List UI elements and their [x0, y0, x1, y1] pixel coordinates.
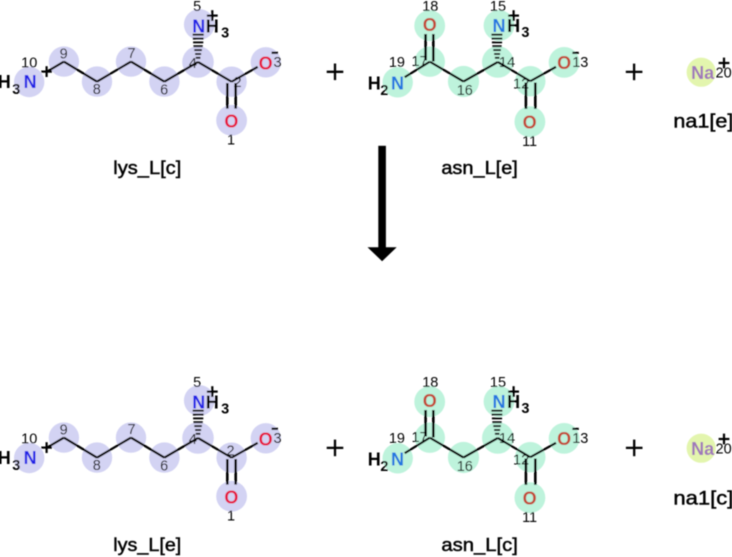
svg-text:N: N: [391, 449, 404, 469]
svg-text:19: 19: [389, 431, 405, 447]
svg-text:18: 18: [422, 375, 438, 391]
svg-text:lys_L[e]: lys_L[e]: [113, 535, 181, 556]
svg-text:16: 16: [457, 459, 473, 475]
svg-text:13: 13: [572, 55, 588, 71]
svg-text:8: 8: [93, 82, 101, 98]
svg-text:1: 1: [227, 133, 235, 149]
svg-text:14: 14: [499, 55, 515, 71]
svg-text:4: 4: [189, 56, 197, 72]
svg-text:5: 5: [193, 0, 201, 15]
svg-text:O: O: [224, 487, 238, 507]
svg-text:2: 2: [234, 75, 242, 91]
svg-text:O: O: [523, 113, 537, 133]
svg-text:9: 9: [60, 47, 68, 63]
svg-text:3: 3: [12, 82, 20, 98]
svg-text:N: N: [192, 17, 205, 37]
svg-text:13: 13: [572, 431, 588, 447]
svg-text:O: O: [423, 391, 437, 411]
svg-text:O: O: [423, 15, 437, 35]
svg-text:11: 11: [522, 134, 537, 150]
svg-text:4: 4: [189, 432, 197, 448]
svg-text:na1[e]: na1[e]: [673, 111, 732, 132]
svg-text:O: O: [224, 111, 238, 131]
svg-text:N: N: [24, 72, 37, 92]
svg-text:12: 12: [513, 453, 529, 469]
svg-text:10: 10: [21, 431, 37, 447]
svg-text:6: 6: [160, 458, 168, 474]
svg-text:N: N: [391, 73, 404, 93]
svg-text:19: 19: [389, 55, 405, 71]
svg-text:11: 11: [522, 510, 537, 526]
svg-text:N: N: [493, 392, 506, 412]
svg-text:9: 9: [60, 423, 68, 439]
svg-text:na1[c]: na1[c]: [673, 488, 732, 509]
svg-text:H: H: [206, 17, 219, 37]
svg-text:8: 8: [93, 458, 101, 474]
svg-text:H: H: [0, 72, 11, 92]
svg-text:H: H: [507, 16, 520, 36]
svg-text:10: 10: [21, 55, 37, 71]
svg-text:asn_L[c]: asn_L[c]: [441, 535, 518, 556]
svg-text:3: 3: [521, 25, 529, 41]
svg-text:17: 17: [412, 430, 428, 446]
svg-text:2: 2: [227, 443, 235, 459]
svg-text:O: O: [557, 53, 571, 73]
svg-text:7: 7: [128, 46, 136, 62]
svg-text:2: 2: [380, 83, 388, 99]
svg-text:1: 1: [227, 509, 235, 525]
svg-text:N: N: [24, 448, 37, 468]
svg-text:O: O: [259, 54, 273, 74]
svg-text:O: O: [259, 430, 273, 450]
svg-text:H: H: [368, 73, 381, 93]
svg-text:3: 3: [273, 431, 281, 447]
svg-text:17: 17: [412, 54, 428, 70]
svg-text:H: H: [507, 392, 520, 412]
svg-text:15: 15: [490, 0, 506, 15]
svg-text:16: 16: [457, 83, 473, 99]
svg-text:5: 5: [193, 375, 201, 391]
svg-text:14: 14: [499, 431, 515, 447]
svg-text:lys_L[c]: lys_L[c]: [113, 158, 181, 179]
svg-text:18: 18: [422, 0, 438, 15]
svg-text:3: 3: [221, 401, 229, 417]
svg-text:12: 12: [513, 77, 529, 93]
svg-text:Na: Na: [691, 63, 715, 83]
svg-text:3: 3: [273, 55, 281, 71]
svg-text:3: 3: [221, 25, 229, 41]
svg-text:3: 3: [12, 458, 20, 474]
svg-text:20: 20: [716, 442, 732, 458]
svg-text:O: O: [523, 489, 537, 509]
svg-text:7: 7: [128, 422, 136, 438]
svg-text:2: 2: [380, 459, 388, 475]
svg-text:6: 6: [160, 82, 168, 98]
svg-text:3: 3: [521, 401, 529, 417]
svg-text:H: H: [206, 393, 219, 413]
svg-text:asn_L[e]: asn_L[e]: [441, 158, 518, 179]
svg-text:Na: Na: [691, 439, 715, 459]
svg-text:N: N: [493, 16, 506, 36]
svg-text:O: O: [557, 429, 571, 449]
svg-text:N: N: [192, 393, 205, 413]
svg-text:H: H: [0, 448, 11, 468]
svg-text:15: 15: [490, 375, 506, 391]
svg-text:H: H: [368, 449, 381, 469]
svg-text:20: 20: [716, 66, 732, 82]
